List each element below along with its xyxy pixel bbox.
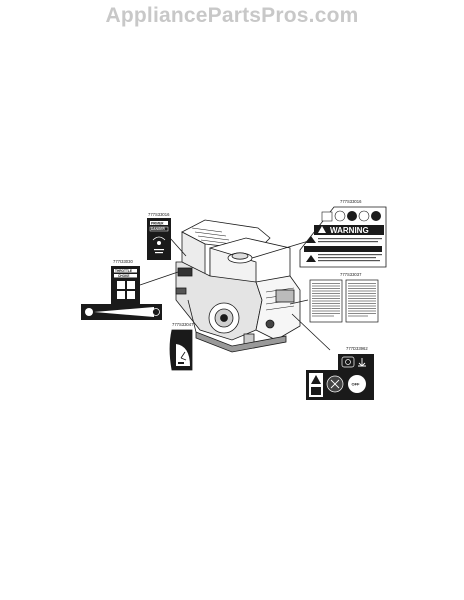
instruction-decal-part-number: 777S33037 — [340, 272, 362, 277]
primer-decal-part-number: 777S33016 — [148, 212, 170, 217]
watermark-text: AppliancePartsPros.com — [105, 4, 359, 27]
throttle-decal: 777I33030 THROTTLE CHOKE — [81, 259, 162, 320]
primer-sub-label: DANGER — [151, 227, 166, 231]
instruction-decal: 777S33037 — [309, 272, 379, 323]
primer-decal: 777S33016 PRIMER DANGER — [147, 212, 171, 260]
choke-decal-part-number: 777S33047 — [172, 322, 194, 327]
throttle-decal-part-number: 777I33030 — [113, 259, 133, 264]
off-label: OFF — [352, 382, 361, 387]
throttle-sub-label: CHOKE — [118, 274, 130, 278]
primer-label: PRIMER — [151, 221, 164, 225]
warning-decal: 777S33016 WARNING — [299, 199, 387, 268]
throttle-label: THROTTLE — [115, 269, 132, 273]
control-decal-part-number: 777D33962 — [346, 346, 368, 351]
control-decal: 777D33962 OFF — [306, 346, 374, 400]
choke-decal: 777S33047 — [169, 322, 194, 371]
leader-lines — [139, 237, 331, 351]
warning-heading: WARNING — [330, 226, 369, 235]
warning-decal-part-number: 777S33016 — [340, 199, 362, 204]
engine-illustration — [175, 219, 301, 353]
